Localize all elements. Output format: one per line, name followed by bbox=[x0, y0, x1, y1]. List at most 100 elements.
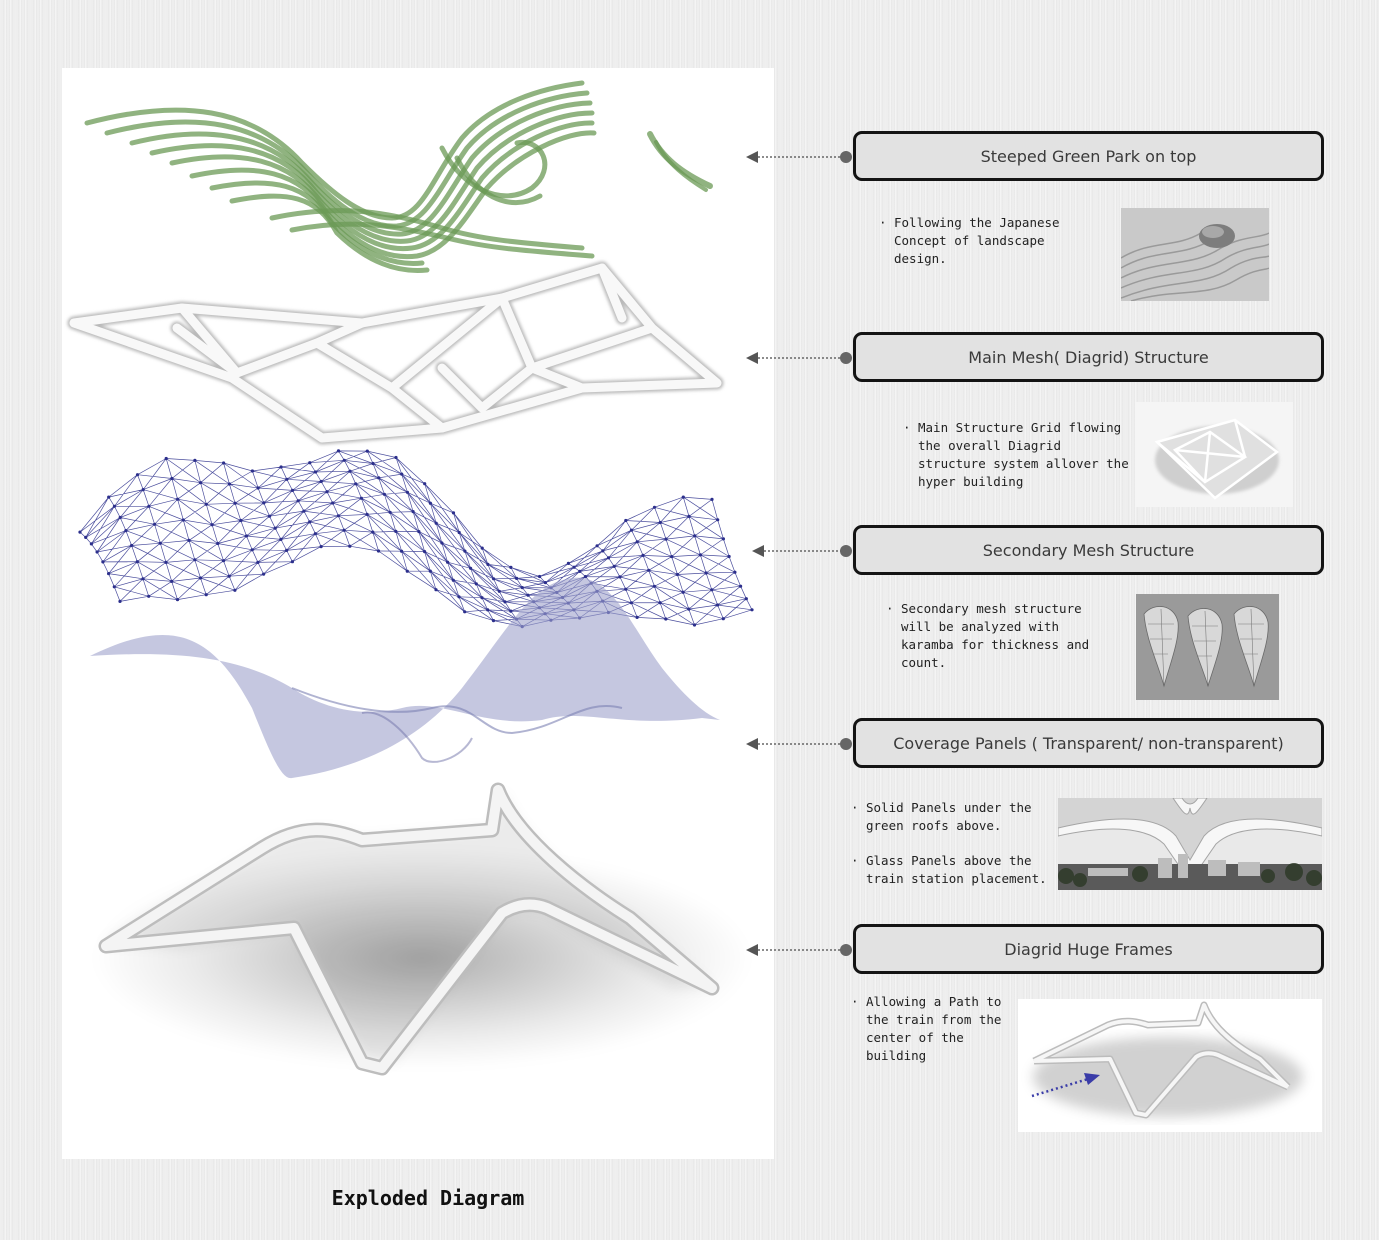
mesh-node bbox=[233, 588, 237, 592]
mesh-node bbox=[273, 526, 277, 530]
mesh-node bbox=[193, 458, 197, 462]
mesh-node bbox=[84, 535, 88, 539]
mesh-node bbox=[423, 482, 427, 486]
mesh-node bbox=[526, 593, 530, 597]
mesh-node bbox=[181, 518, 185, 522]
mesh-node bbox=[400, 472, 404, 476]
mesh-node bbox=[491, 619, 496, 623]
mesh-node bbox=[170, 476, 174, 481]
mesh-node bbox=[153, 522, 157, 526]
arrow-left-icon bbox=[746, 738, 852, 750]
mesh-node bbox=[675, 572, 680, 577]
layer-note-secondary-mesh: ·Secondary mesh structure will be analyz… bbox=[886, 601, 1090, 670]
mesh-node bbox=[285, 477, 289, 481]
mesh-node bbox=[239, 518, 243, 523]
mesh-node bbox=[503, 600, 507, 604]
mesh-node bbox=[135, 473, 140, 477]
exploded-diagram-panel bbox=[62, 68, 774, 1159]
mesh-lines bbox=[79, 450, 753, 627]
layer-label-diagrid-frames: Diagrid Huge Frames bbox=[853, 924, 1324, 974]
bullet-dot-icon: · bbox=[903, 420, 911, 435]
mesh-node bbox=[210, 523, 214, 527]
mesh-node bbox=[193, 558, 197, 562]
mesh-node bbox=[463, 610, 467, 614]
mesh-node bbox=[681, 495, 685, 499]
mesh-node bbox=[583, 575, 588, 579]
mesh-node bbox=[417, 530, 421, 534]
mesh-node bbox=[440, 541, 444, 545]
mesh-node bbox=[227, 574, 231, 578]
bullet-dot-icon: · bbox=[851, 853, 859, 868]
mesh-node bbox=[497, 589, 501, 593]
mesh-node bbox=[331, 501, 335, 505]
mesh-node bbox=[216, 541, 220, 546]
layer-note-diagrid-frames: ·Allowing a Path to the train from the c… bbox=[851, 994, 1002, 1063]
mesh-node bbox=[164, 560, 168, 564]
main-diagrid-structure-layer bbox=[67, 261, 724, 445]
mesh-node bbox=[107, 572, 111, 576]
mesh-node bbox=[687, 607, 691, 611]
mesh-node bbox=[164, 456, 168, 461]
mesh-node bbox=[308, 461, 312, 465]
mesh-node bbox=[348, 469, 352, 473]
mesh-node bbox=[135, 560, 139, 564]
layer-label-secondary-mesh: Secondary Mesh Structure bbox=[853, 525, 1324, 575]
layer-label-coverage-panels: Coverage Panels ( Transparent/ non-trans… bbox=[853, 718, 1324, 768]
bullet-dot-icon: · bbox=[851, 800, 859, 815]
mesh-node bbox=[262, 572, 266, 576]
mesh-node bbox=[624, 587, 628, 591]
mesh-node bbox=[474, 582, 478, 586]
mesh-node bbox=[233, 501, 237, 505]
mesh-node bbox=[89, 542, 93, 546]
mesh-node bbox=[112, 504, 116, 508]
mesh-node bbox=[492, 577, 496, 581]
arrow-left-icon bbox=[746, 352, 852, 364]
mesh-node bbox=[687, 514, 691, 518]
mesh-node bbox=[606, 556, 611, 560]
mesh-node bbox=[158, 541, 162, 545]
diagrid-frames-layer bbox=[92, 782, 752, 1076]
bullet-dot-icon: · bbox=[886, 601, 894, 616]
green-park-layer bbox=[84, 80, 713, 273]
mesh-node bbox=[198, 576, 203, 580]
mesh-node bbox=[721, 537, 726, 541]
mesh-node bbox=[130, 543, 134, 548]
mesh-node bbox=[446, 560, 450, 564]
mesh-node bbox=[658, 520, 662, 525]
mesh-node bbox=[664, 617, 668, 621]
mesh-node bbox=[486, 562, 490, 566]
mesh-node bbox=[480, 546, 484, 550]
mesh-node bbox=[681, 590, 685, 594]
mesh-node bbox=[647, 568, 651, 572]
mesh-node bbox=[256, 486, 260, 490]
mesh-node bbox=[618, 575, 622, 579]
mesh-node bbox=[365, 449, 369, 453]
diagrid-model-thumbnail bbox=[1135, 402, 1293, 507]
mesh-node bbox=[359, 496, 363, 500]
mesh-node bbox=[612, 564, 616, 568]
mesh-node bbox=[664, 537, 668, 541]
mesh-node bbox=[250, 469, 254, 473]
mesh-node bbox=[250, 548, 254, 552]
mesh-node bbox=[124, 529, 128, 533]
mesh-node bbox=[204, 593, 208, 597]
mesh-node bbox=[635, 615, 639, 620]
arrow-left-icon bbox=[752, 545, 852, 557]
karamba-analysis-thumbnail bbox=[1136, 594, 1279, 700]
mesh-node bbox=[451, 578, 455, 582]
mesh-node bbox=[394, 529, 398, 533]
mesh-node bbox=[296, 499, 300, 503]
mesh-node bbox=[566, 561, 570, 565]
mesh-node bbox=[624, 518, 628, 523]
mesh-node bbox=[336, 449, 341, 453]
mesh-node bbox=[693, 534, 697, 538]
mesh-node bbox=[635, 540, 639, 544]
mesh-node bbox=[325, 490, 329, 494]
mesh-node bbox=[365, 512, 369, 516]
mesh-node bbox=[538, 574, 542, 579]
mesh-node bbox=[509, 609, 513, 613]
mesh-node bbox=[187, 538, 191, 542]
mesh-node bbox=[342, 528, 346, 532]
mesh-node bbox=[670, 555, 674, 559]
mesh-node bbox=[486, 608, 490, 612]
